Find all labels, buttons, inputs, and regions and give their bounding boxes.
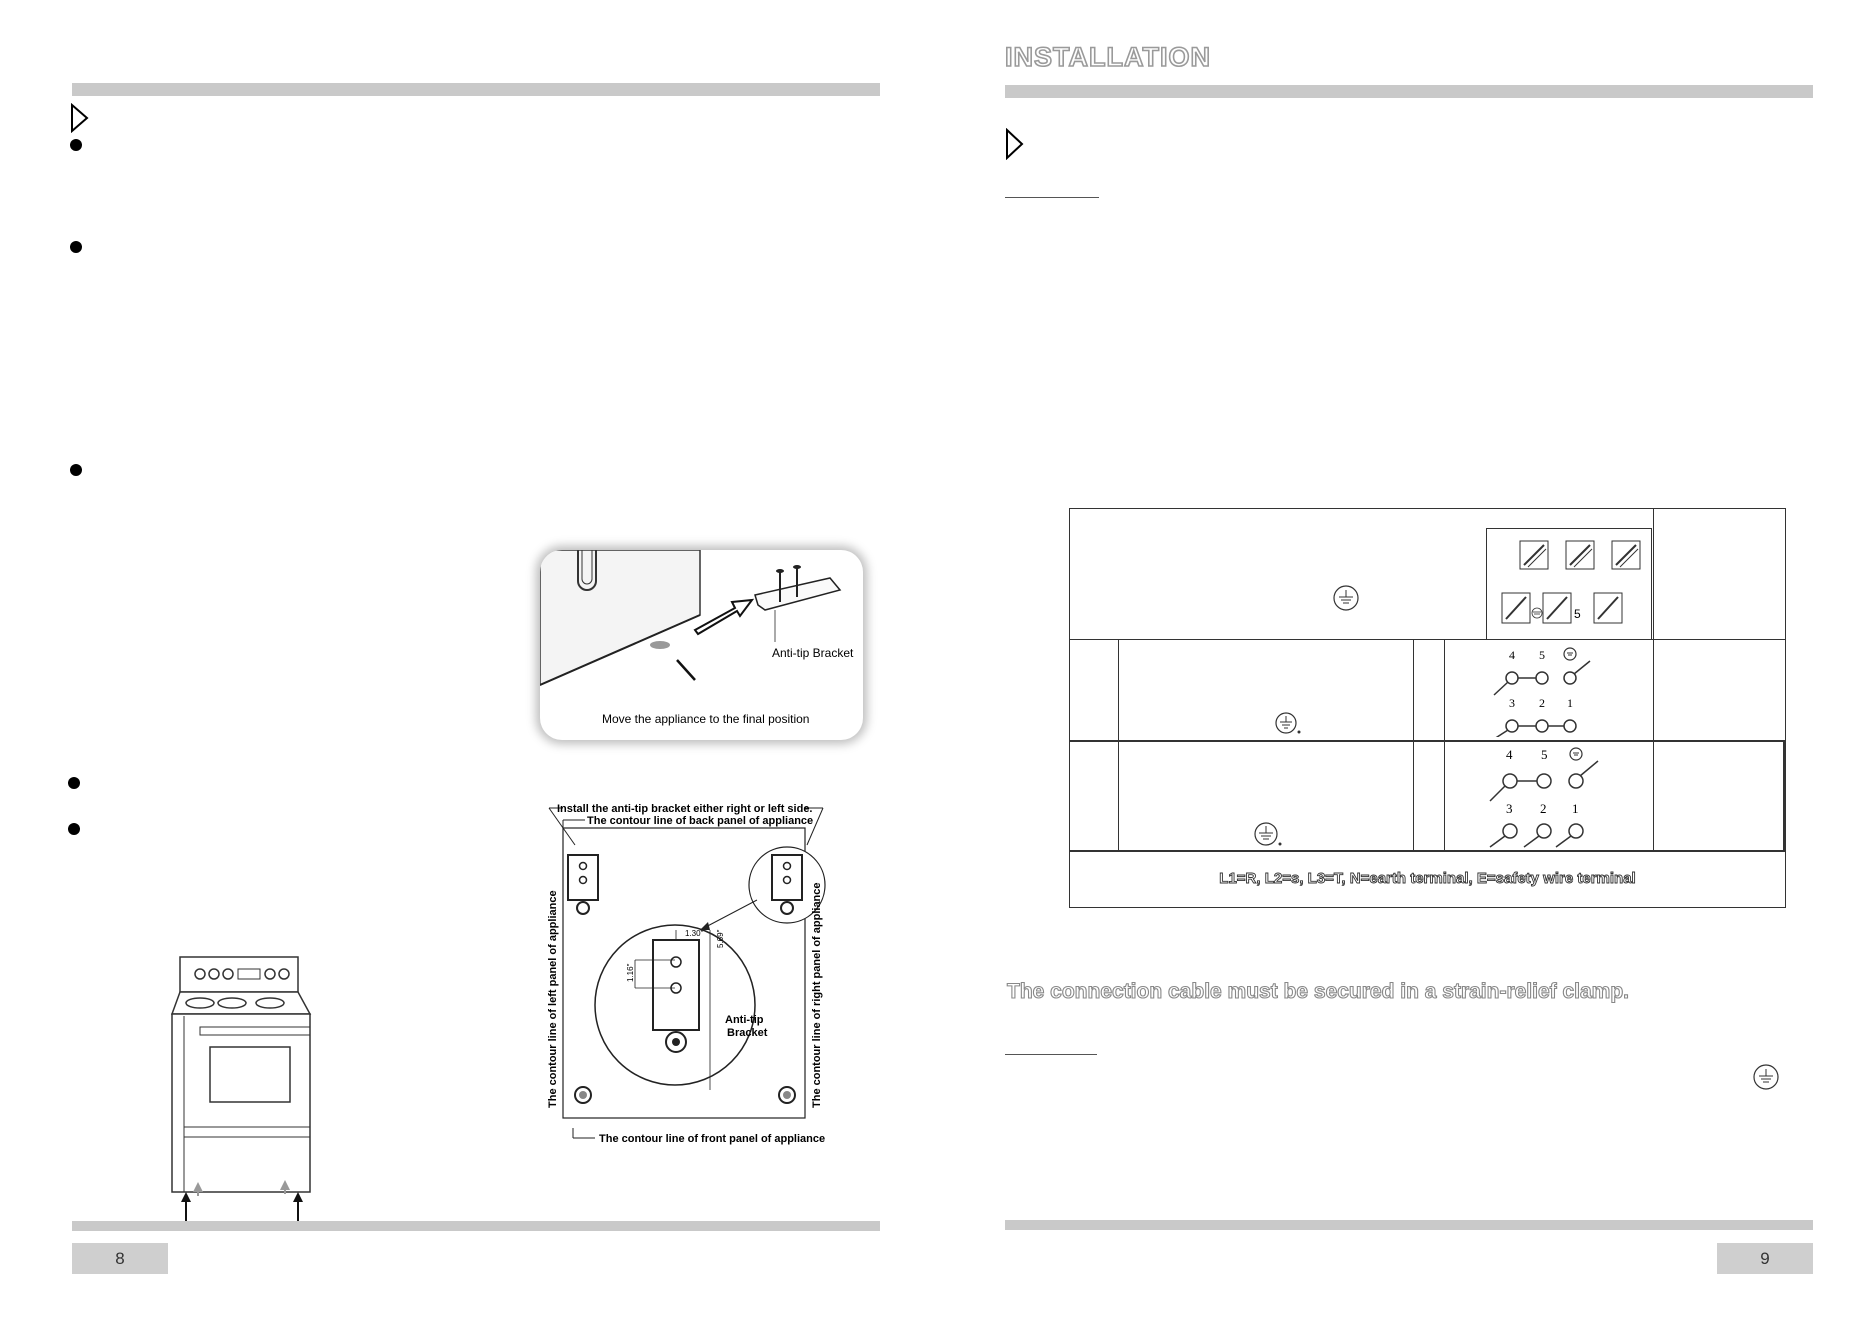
diagram-bracket-label-1: Anti-tip	[725, 1014, 764, 1026]
bullet-4	[68, 777, 80, 789]
terminal-number: 3	[1506, 801, 1513, 816]
diagram-front-label: The contour line of front panel of appli…	[599, 1133, 825, 1145]
bullet-5	[68, 823, 80, 835]
terminal-number: 5	[1541, 747, 1548, 762]
table-row-divider	[1070, 639, 1785, 640]
terminal-block-label: 5	[1574, 607, 1581, 621]
earth-symbol-icon	[1333, 585, 1359, 611]
terminal-legend: L1=R, L2=s, L3=T, N=earth terminal, E=sa…	[1219, 870, 1636, 888]
page-number-left: 8	[72, 1243, 168, 1274]
diagram-bracket-label-2: Bracket	[727, 1027, 768, 1039]
photo-caption: Move the appliance to the final position	[602, 712, 810, 726]
underline-1	[1005, 197, 1099, 198]
bullet-2	[70, 241, 82, 253]
bracket-photo: Anti-tip Bracket Move the appliance to t…	[540, 550, 863, 740]
page-number-right: 9	[1717, 1243, 1813, 1274]
table-col-divider	[1653, 509, 1654, 850]
section-arrow-icon	[71, 103, 89, 133]
terminal-number: 4	[1509, 648, 1515, 662]
top-rule-right	[1005, 85, 1813, 98]
section-arrow-icon	[1006, 128, 1024, 160]
diagram-left-label: The contour line of left panel of applia…	[547, 890, 559, 1108]
table-row-divider	[1070, 740, 1785, 742]
bottom-rule-left	[72, 1221, 880, 1231]
wiring-diagram-1: 4 5 3 2 1	[1493, 647, 1591, 737]
terminal-block: 5	[1486, 528, 1652, 640]
diagram-top-label: Install the anti-tip bracket either righ…	[557, 803, 813, 815]
top-rule-left	[72, 83, 880, 96]
bullet-1	[70, 139, 82, 151]
terminal-number: 1	[1567, 696, 1573, 710]
bottom-rule-right	[1005, 1220, 1813, 1230]
diagram-dim-2: 5.69"	[716, 929, 725, 948]
earth-symbol-icon	[1275, 712, 1301, 734]
terminal-number: 5	[1539, 648, 1545, 662]
table-col-divider	[1444, 640, 1445, 850]
table-col-divider	[1118, 640, 1119, 850]
terminal-number: 4	[1506, 747, 1513, 762]
wiring-table: 5 4 5 3 2	[1069, 508, 1786, 908]
underline-2	[1005, 1054, 1097, 1055]
photo-label-anti-tip: Anti-tip Bracket	[772, 646, 854, 660]
earth-symbol-icon	[1753, 1064, 1779, 1090]
terminal-number: 2	[1540, 801, 1547, 816]
diagram-dim-3: 1.16"	[626, 963, 635, 982]
earth-symbol-icon	[1254, 822, 1282, 846]
table-col-divider	[1783, 740, 1785, 852]
diagram-back-label: The contour line of back panel of applia…	[587, 815, 813, 827]
bracket-placement-diagram: Install the anti-tip bracket either righ…	[547, 803, 826, 1145]
table-row-divider	[1070, 850, 1785, 852]
terminal-number: 2	[1539, 696, 1545, 710]
terminal-number: 3	[1509, 696, 1515, 710]
strain-relief-note: The connection cable must be secured in …	[1006, 979, 1630, 1003]
table-col-divider	[1413, 640, 1414, 850]
bullet-3	[70, 464, 82, 476]
diagram-right-label: The contour line of right panel of appli…	[811, 882, 823, 1108]
page-header: INSTALLATION	[1004, 41, 1211, 73]
diagram-dim-1: 1.30"	[685, 929, 704, 938]
terminal-number: 1	[1572, 801, 1579, 816]
wiring-diagram-2: 4 5 3 2 1	[1489, 747, 1599, 848]
stove-illustration	[170, 956, 312, 1222]
